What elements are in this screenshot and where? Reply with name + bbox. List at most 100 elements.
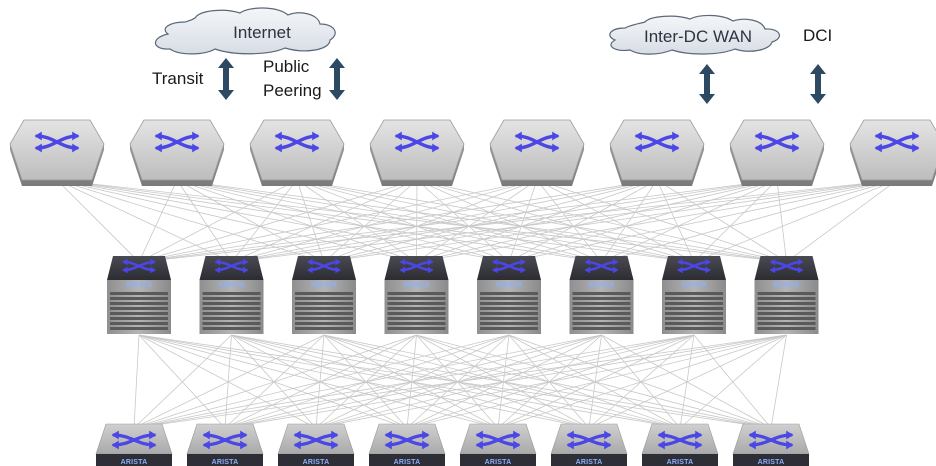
edge-spine-link xyxy=(416,179,898,263)
switch-arrows-icon xyxy=(111,430,157,450)
spine-switch: ARISTA xyxy=(662,256,726,334)
spine-leaf-link xyxy=(133,334,510,429)
edge-spine-link xyxy=(138,179,298,263)
edge-spine-link xyxy=(138,179,178,263)
spine-brand-label: ARISTA xyxy=(403,282,430,289)
transit-label: Transit xyxy=(152,69,204,88)
switch-arrows-icon xyxy=(677,258,711,274)
switch-arrows-icon xyxy=(634,131,680,153)
edge-spine-link xyxy=(56,179,602,263)
edge-spine-link xyxy=(536,179,695,263)
switch-arrows-icon xyxy=(214,258,249,274)
spine-switch: ARISTA xyxy=(477,256,541,334)
edge-spine-link xyxy=(296,179,417,263)
inter-dc-wan-cloud: Inter-DC WAN xyxy=(609,14,781,55)
dci-arrow-icon xyxy=(810,64,826,104)
edge-spine-link xyxy=(416,179,418,263)
edge-spine-link xyxy=(323,179,778,263)
edge-spine-link xyxy=(601,179,658,263)
switch-arrows-icon xyxy=(566,430,612,450)
switch-arrows-icon xyxy=(584,258,619,274)
switch-arrows-icon xyxy=(769,258,804,274)
leaf-brand-label: ARISTA xyxy=(303,459,330,466)
edge-spine-link xyxy=(323,179,538,263)
edge-router-tier xyxy=(9,119,936,186)
edge-spine-link xyxy=(56,179,787,263)
spine-switch: ARISTA xyxy=(384,256,449,334)
spine-brand-label: ARISTA xyxy=(311,282,338,289)
switch-arrows-icon xyxy=(122,258,156,274)
inter-dc-wan-label: Inter-DC WAN xyxy=(644,27,752,46)
edge-spine-links xyxy=(56,179,898,263)
spine-leaf-links xyxy=(133,334,787,429)
edge-spine-link xyxy=(56,179,140,263)
leaf-brand-label: ARISTA xyxy=(758,459,785,466)
edge-spine-link xyxy=(508,179,778,263)
edge-spine-link xyxy=(231,179,778,263)
edge-spine-link xyxy=(138,179,418,263)
edge-spine-link xyxy=(296,179,325,263)
edge-spine-link xyxy=(416,179,658,263)
edge-spine-link xyxy=(296,179,602,263)
spine-switch: ARISTA xyxy=(754,256,819,334)
spine-leaf-link xyxy=(323,334,499,429)
spine-switch: ARISTA xyxy=(199,256,264,334)
edge-spine-link xyxy=(138,179,898,263)
edge-spine-link xyxy=(176,179,510,263)
edge-spine-link xyxy=(56,179,417,263)
spine-leaf-link xyxy=(770,334,787,429)
switch-arrows-icon xyxy=(384,430,430,450)
edge-spine-link xyxy=(231,179,538,263)
switch-arrows-icon xyxy=(34,131,80,153)
switch-arrows-icon xyxy=(399,258,434,274)
spine-leaf-link xyxy=(588,334,787,429)
edge-spine-link xyxy=(776,179,787,263)
spine-leaf-link xyxy=(133,334,695,429)
edge-spine-link xyxy=(416,179,538,263)
switch-arrows-icon xyxy=(657,430,703,450)
switch-arrows-icon xyxy=(202,430,248,450)
edge-spine-link xyxy=(138,179,778,263)
spine-brand-label: ARISTA xyxy=(126,282,153,289)
edge-spine-link xyxy=(56,179,510,263)
switch-arrows-icon xyxy=(754,131,800,153)
leaf-switch: ARISTA xyxy=(368,423,446,466)
spine-leaf-link xyxy=(133,334,232,429)
spine-leaf-link xyxy=(231,334,408,429)
edge-spine-link xyxy=(786,179,898,263)
edge-spine-link xyxy=(176,179,695,263)
switch-arrows-icon xyxy=(748,430,794,450)
spine-leaf-link xyxy=(133,334,417,429)
leaf-switch: ARISTA xyxy=(95,423,173,466)
switch-arrows-icon xyxy=(274,131,320,153)
spine-leaf-link xyxy=(679,334,787,429)
edge-spine-link xyxy=(138,179,538,263)
edge-spine-link xyxy=(176,179,232,263)
edge-router xyxy=(849,119,936,186)
inter-dc-wan-arrow-icon xyxy=(699,64,715,104)
leaf-brand-label: ARISTA xyxy=(667,459,694,466)
spine-switch: ARISTA xyxy=(107,256,171,334)
spine-brand-label: ARISTA xyxy=(496,282,523,289)
spine-leaf-link xyxy=(138,334,317,429)
dci-label: DCI xyxy=(803,26,832,45)
edge-spine-link xyxy=(601,179,898,263)
edge-router xyxy=(489,119,585,186)
edge-router xyxy=(609,119,705,186)
edge-spine-link xyxy=(296,179,787,263)
edge-spine-link xyxy=(176,179,417,263)
edge-spine-link xyxy=(176,179,602,263)
edge-spine-link xyxy=(176,179,325,263)
edge-spine-link xyxy=(693,179,778,263)
switch-arrows-icon xyxy=(514,131,560,153)
edge-spine-link xyxy=(56,179,232,263)
spine-leaf-link xyxy=(323,334,408,429)
switch-arrows-icon xyxy=(154,131,200,153)
leaf-brand-label: ARISTA xyxy=(121,459,148,466)
spine-leaf-link xyxy=(416,334,590,429)
edge-spine-link xyxy=(693,179,898,263)
leaf-switch: ARISTA xyxy=(459,423,537,466)
spine-brand-label: ARISTA xyxy=(681,282,708,289)
spine-leaf-link xyxy=(315,334,787,429)
